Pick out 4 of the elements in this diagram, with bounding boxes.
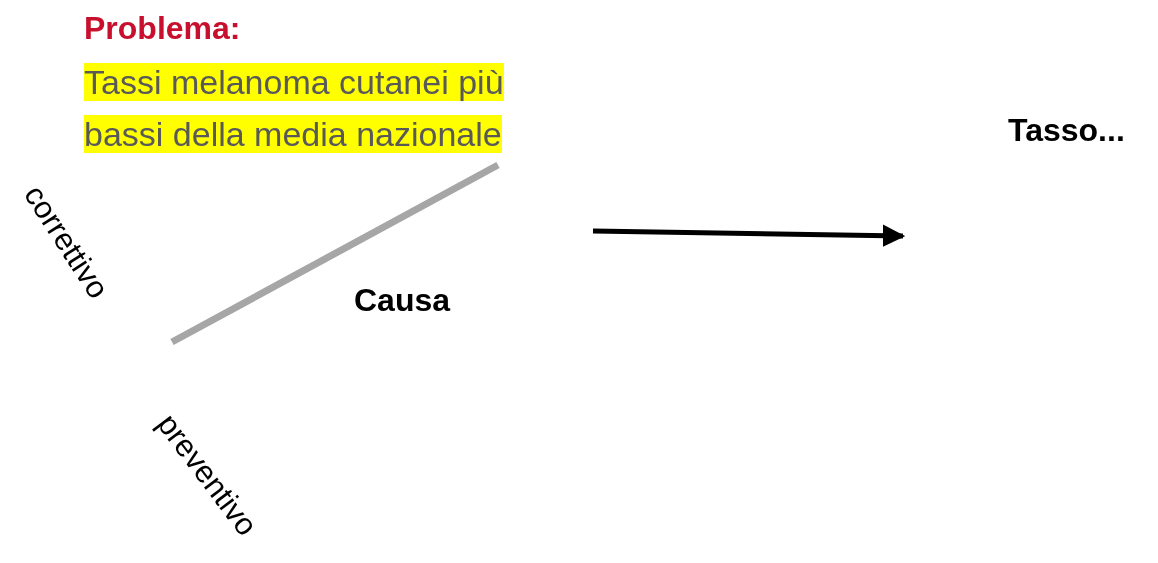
problem-text: Tassi melanoma cutanei più bassi della media nazionale [84,62,505,155]
heading: Problema: [84,10,241,47]
result-label: Tasso... [1008,112,1125,149]
cause-label: Causa [354,282,451,319]
